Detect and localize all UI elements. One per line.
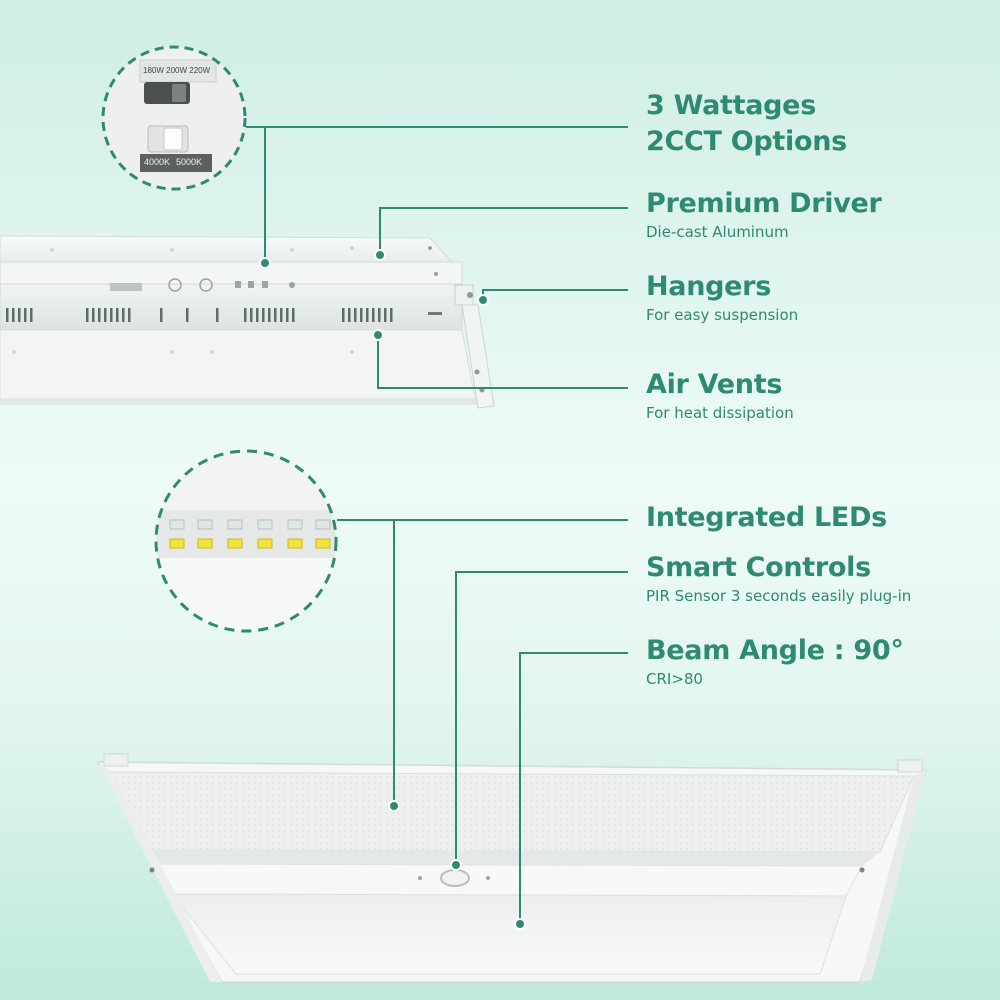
zoom-circle-switches <box>101 45 247 191</box>
feature-title: 3 Wattages 2CCT Options <box>646 90 847 157</box>
feature-beam-angle: Beam Angle : 90° CRI>80 <box>646 633 904 689</box>
feature-premium-driver: Premium Driver Die-cast Aluminum <box>646 186 882 242</box>
feature-integrated-leds: Integrated LEDs <box>646 500 887 536</box>
feature-subtitle: PIR Sensor 3 seconds easily plug-in <box>646 587 912 605</box>
zoom-circle-leds <box>154 449 338 633</box>
wattage-switch-label: 180W 200W 220W <box>143 66 211 75</box>
feature-title: Integrated LEDs <box>646 502 887 533</box>
feature-title: Beam Angle : 90° <box>646 635 904 666</box>
feature-hangers: Hangers For easy suspension <box>646 269 798 325</box>
fixture-side-view <box>0 235 495 409</box>
feature-title: Smart Controls <box>646 552 871 583</box>
feature-subtitle: For easy suspension <box>646 306 799 324</box>
feature-title: Hangers <box>646 271 771 302</box>
feature-wattages-cct: 3 Wattages 2CCT Options <box>646 88 847 160</box>
cct-4000k-label: 4000K <box>144 157 171 167</box>
feature-title: Air Vents <box>646 369 783 400</box>
feature-smart-controls: Smart Controls PIR Sensor 3 seconds easi… <box>646 550 911 606</box>
feature-subtitle: CRI>80 <box>646 670 703 688</box>
feature-air-vents: Air Vents For heat dissipation <box>646 367 794 423</box>
fixture-perspective-view <box>96 753 928 983</box>
feature-title: Premium Driver <box>646 188 882 219</box>
leader-lines <box>246 126 628 922</box>
leader-dots <box>259 249 526 930</box>
cct-5000k-label: 5000K <box>176 157 203 167</box>
feature-subtitle: Die-cast Aluminum <box>646 223 789 241</box>
feature-subtitle: For heat dissipation <box>646 404 794 422</box>
